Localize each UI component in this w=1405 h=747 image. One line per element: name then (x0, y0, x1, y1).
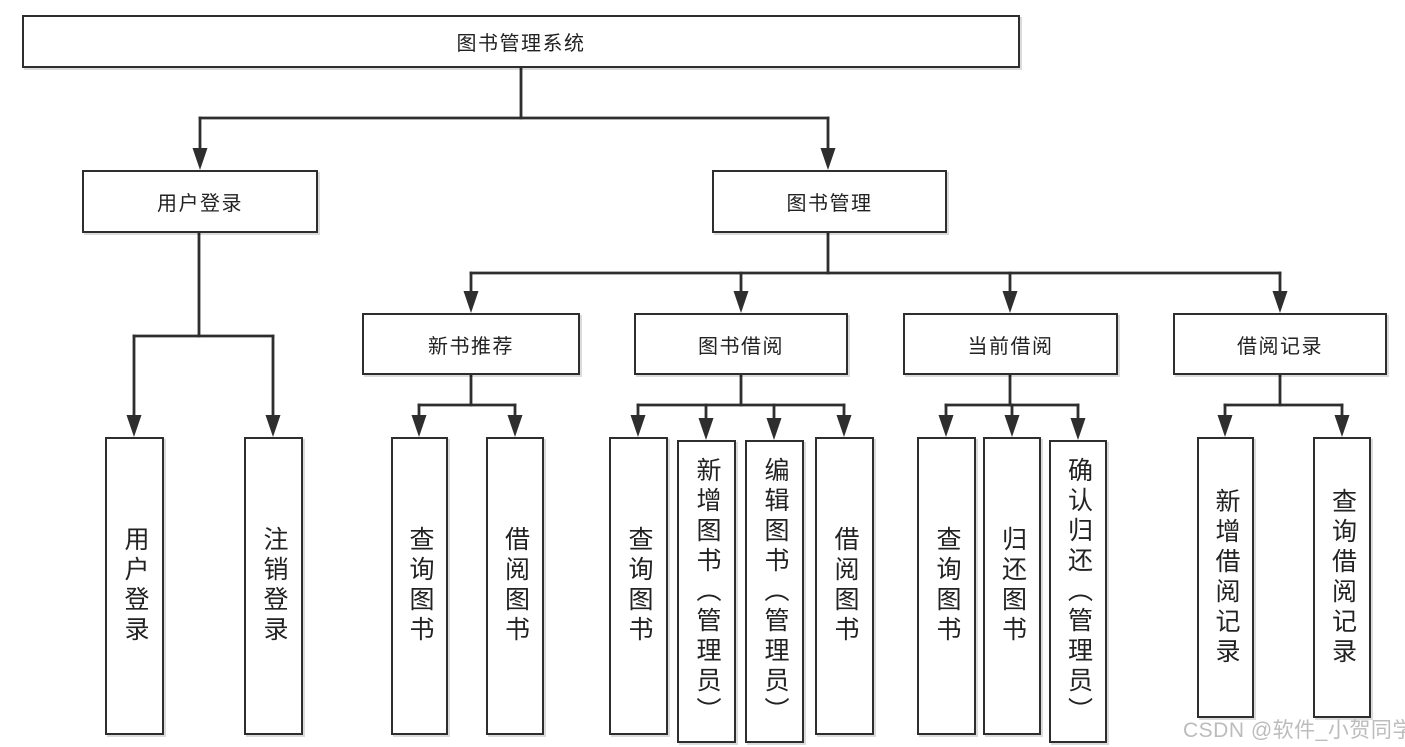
node-label: 当前借阅 (967, 335, 1054, 358)
node-new-book-recommend: 新书推荐 (362, 313, 580, 375)
arrowhead-icon (698, 418, 714, 440)
arrowhead-icon (463, 291, 479, 313)
leaf-add-book-admin: 新增图书（管理员） (677, 440, 736, 743)
arrowhead-icon (1002, 291, 1018, 313)
arrowhead-icon (766, 418, 782, 440)
node-current-borrow: 当前借阅 (903, 313, 1118, 375)
leaf-return-book: 归还图书 (983, 437, 1041, 735)
arrowhead-icon (1272, 291, 1288, 313)
arrowhead-icon (1217, 415, 1233, 437)
node-label: 查询图书 (625, 526, 653, 646)
node-book-management: 图书管理 (712, 170, 947, 233)
arrowhead-icon (265, 415, 281, 437)
arrowhead-icon (1004, 415, 1020, 437)
node-label: 归还图书 (998, 526, 1027, 646)
node-system-root: 图书管理系统 (22, 15, 1020, 68)
node-label: 新增图书（管理员） (693, 456, 721, 727)
node-user-login: 用户登录 (82, 170, 318, 233)
csdn-watermark: CSDN @软件_小贺同学 (1183, 719, 1405, 742)
arrowhead-icon (1334, 415, 1350, 437)
node-borrow-records: 借阅记录 (1173, 313, 1387, 375)
node-label: 查询图书 (933, 526, 961, 646)
node-label: 查询图书 (406, 526, 434, 646)
arrowhead-icon (820, 148, 836, 170)
node-label: 图书管理 (786, 193, 873, 215)
leaf-query-books-current: 查询图书 (917, 437, 976, 735)
node-label: 用户登录 (121, 526, 149, 646)
node-label: 借阅图书 (831, 526, 859, 646)
arrowhead-icon (192, 148, 208, 170)
leaf-query-borrow-record: 查询借阅记录 (1313, 437, 1371, 718)
leaf-add-borrow-record: 新增借阅记录 (1197, 437, 1254, 718)
node-label: 用户登录 (157, 193, 243, 215)
leaf-query-books-recommend: 查询图书 (391, 437, 448, 735)
node-label: 新书推荐 (428, 335, 514, 358)
node-label: 图书借阅 (698, 335, 784, 358)
arrowhead-icon (507, 415, 523, 437)
leaf-user-login: 用户登录 (105, 437, 164, 735)
leaf-logout: 注销登录 (244, 437, 303, 735)
node-label: 注销登录 (260, 526, 288, 646)
node-label: 借阅图书 (501, 526, 530, 646)
arrowhead-icon (1070, 418, 1086, 440)
arrowhead-icon (126, 415, 142, 437)
leaf-confirm-return-admin: 确认归还（管理员） (1049, 440, 1107, 743)
node-label: 新增借阅记录 (1212, 487, 1240, 668)
node-label: 查询借阅记录 (1328, 487, 1357, 668)
leaf-borrow-books-borrow: 借阅图书 (815, 437, 874, 735)
arrowhead-icon (630, 415, 646, 437)
arrowhead-icon (411, 415, 427, 437)
node-label: 图书管理系统 (456, 33, 586, 55)
node-label: 编辑图书（管理员） (761, 456, 789, 727)
arrowhead-icon (836, 415, 852, 437)
node-label: 确认归还（管理员） (1064, 456, 1093, 727)
leaf-query-books-borrow: 查询图书 (609, 437, 668, 735)
node-label: 借阅记录 (1237, 335, 1323, 358)
leaf-edit-book-admin: 编辑图书（管理员） (745, 440, 804, 743)
arrowhead-icon (938, 415, 954, 437)
node-book-borrow: 图书借阅 (634, 313, 848, 375)
leaf-borrow-books-recommend: 借阅图书 (486, 437, 544, 735)
arrowhead-icon (733, 291, 749, 313)
